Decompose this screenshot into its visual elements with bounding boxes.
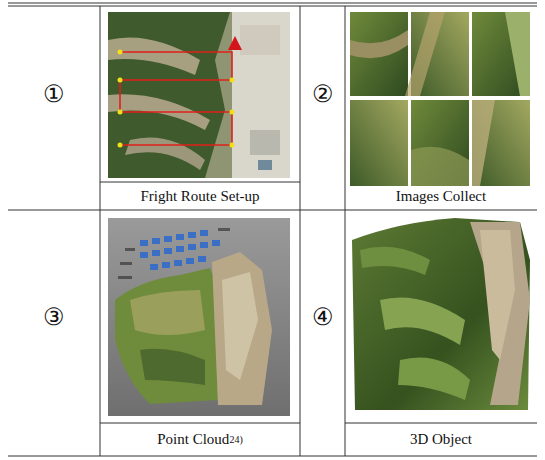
citation-number: 24) — [229, 435, 242, 445]
callout-number: ④ — [312, 305, 334, 329]
step-caption: Images Collect — [396, 189, 486, 204]
step-caption: 3D Object — [410, 432, 472, 447]
table-cell: ③ — [8, 210, 100, 423]
point-cloud-render — [108, 218, 290, 416]
table-cell: ② — [300, 6, 345, 182]
callout-number: ① — [43, 82, 65, 106]
3d-terrain-model — [350, 216, 530, 412]
collected-image-tiles — [350, 12, 530, 186]
table-cell: 3D Object — [345, 423, 537, 456]
callout-number: ② — [312, 82, 334, 106]
table-rules — [8, 3, 537, 456]
step-caption: Fright Route Set-up — [140, 189, 259, 204]
callout-number: ③ — [43, 305, 65, 329]
table-cell: Fright Route Set-up — [100, 182, 300, 210]
table-cell: Images Collect — [345, 182, 537, 210]
table-cell: Point Cloud24) — [100, 423, 300, 456]
step-caption: Point Cloud — [157, 432, 229, 447]
table-cell: ④ — [300, 210, 345, 423]
flight-route-photo — [108, 12, 290, 178]
table-cell: ① — [8, 6, 100, 182]
